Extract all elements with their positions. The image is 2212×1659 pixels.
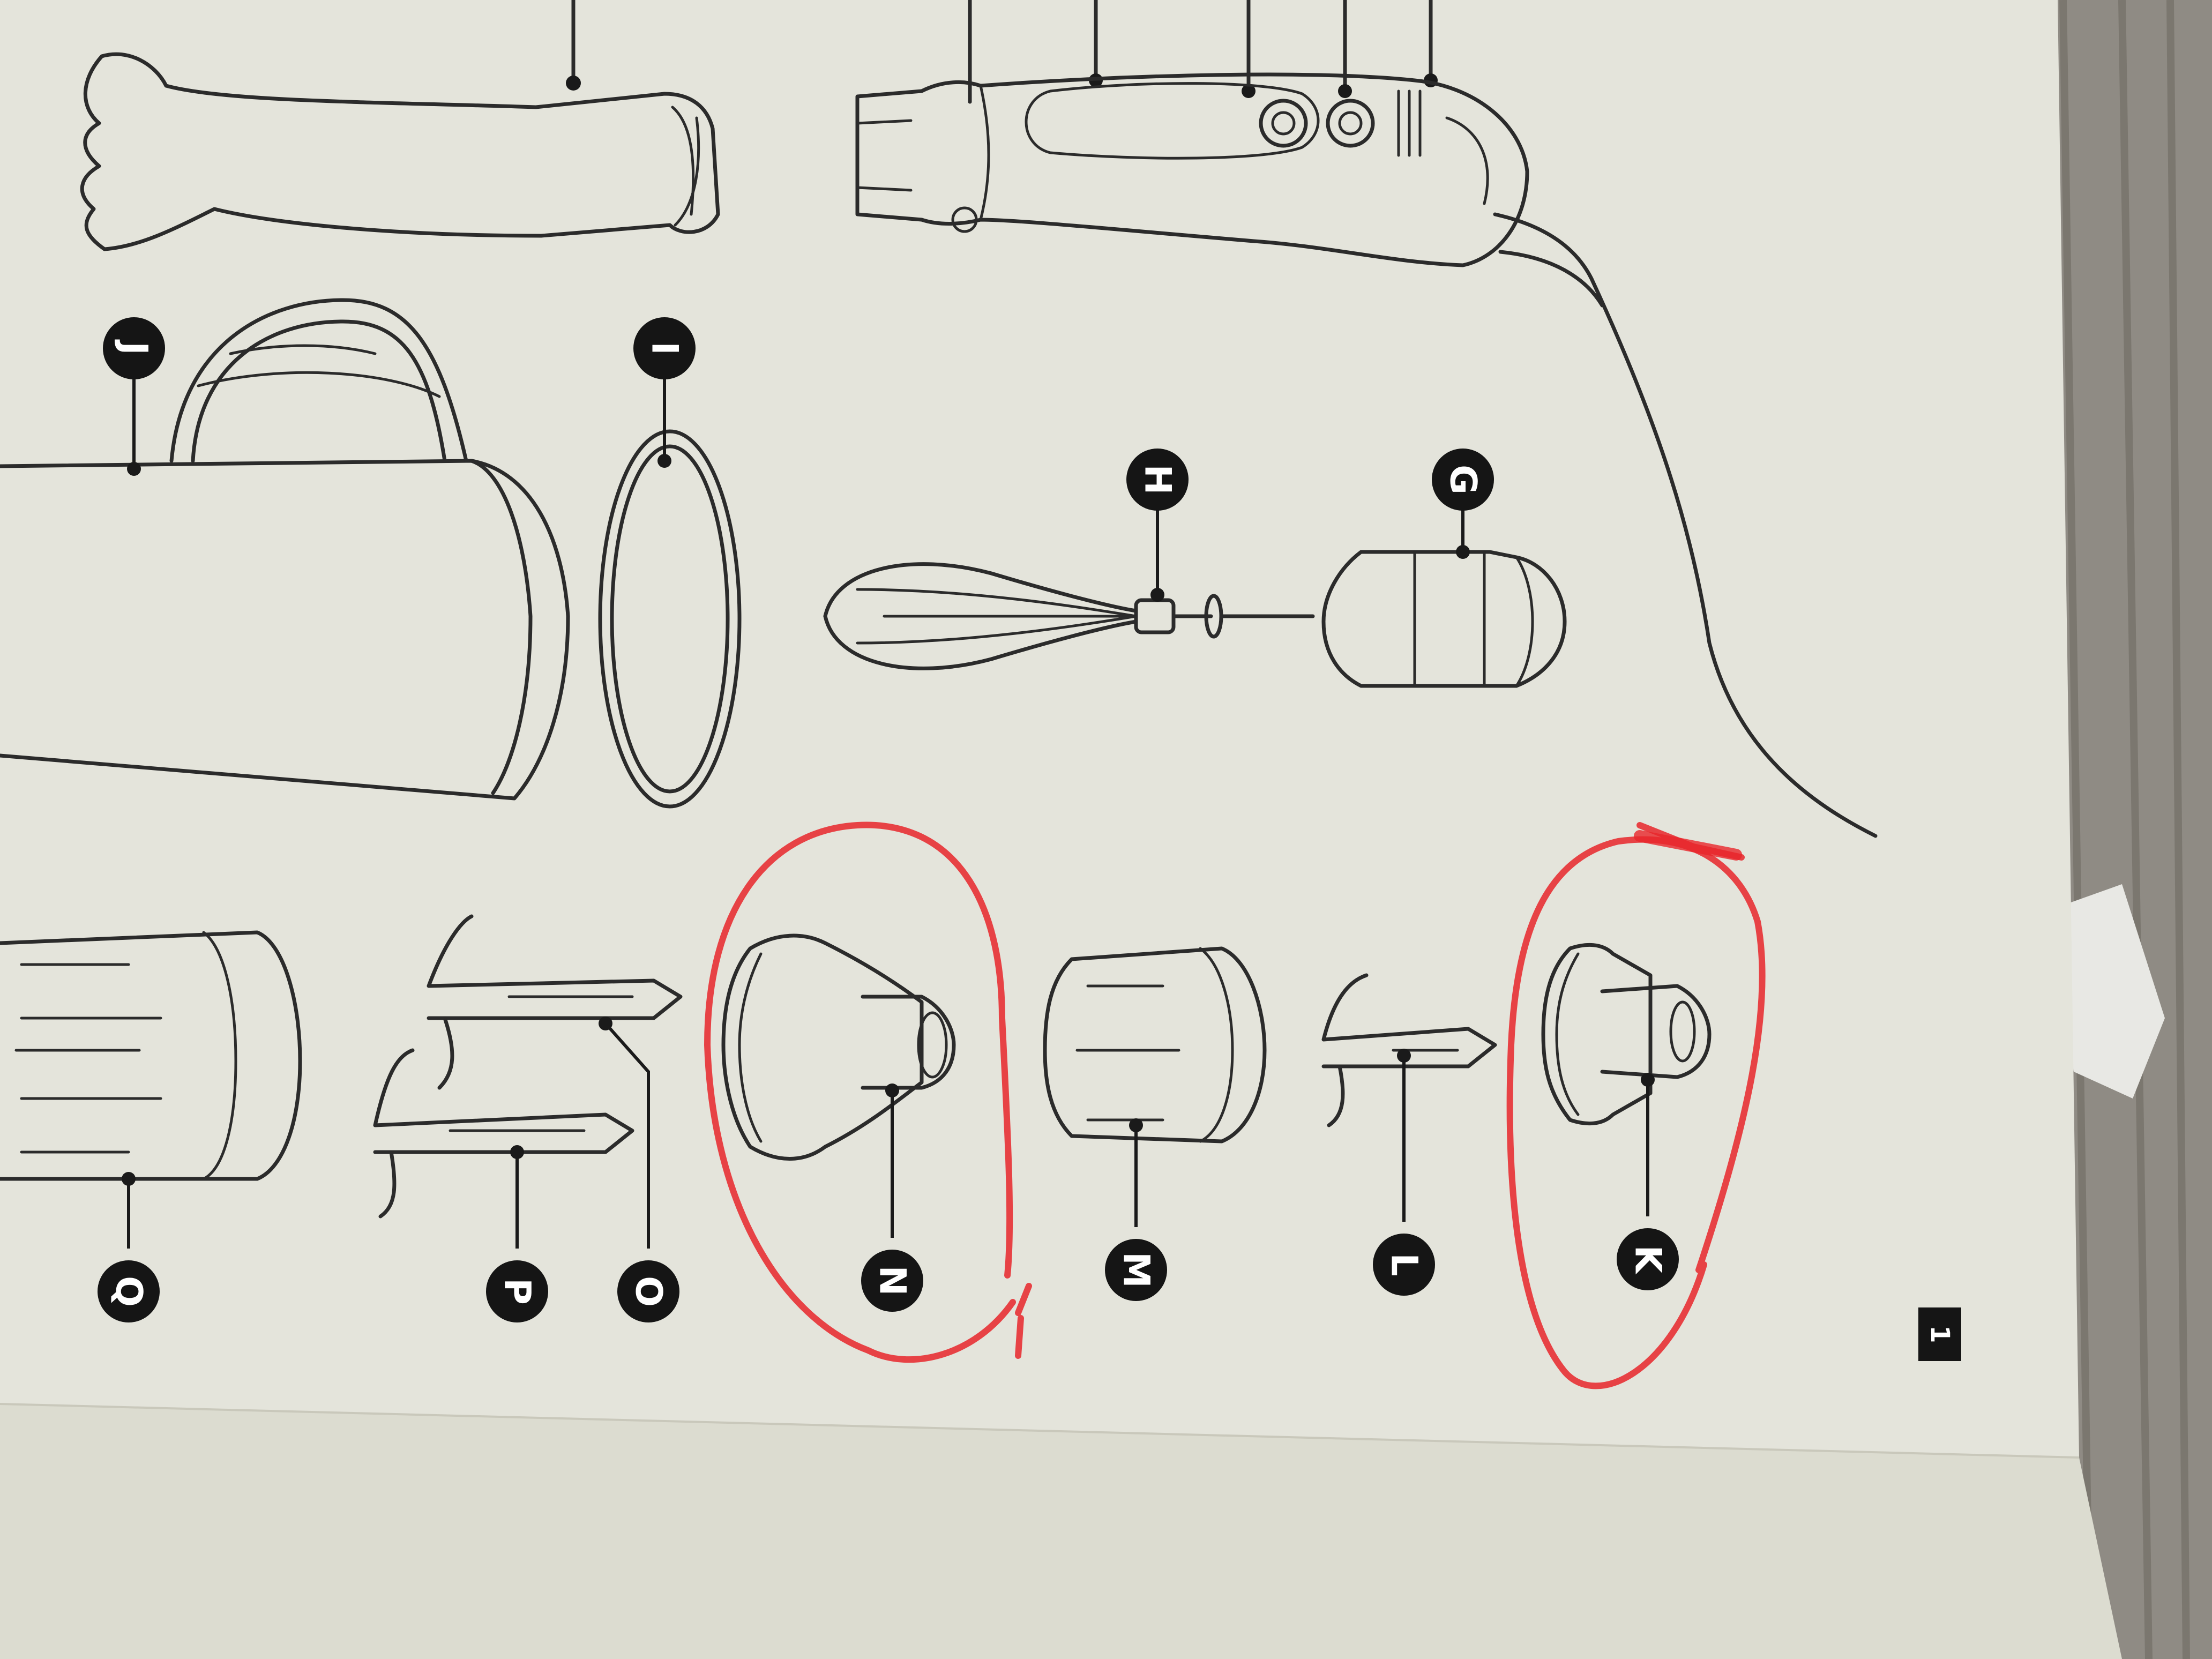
label-i: I — [633, 317, 696, 468]
part-q-chopper-cover-drawing — [0, 930, 302, 1181]
page-number: 1 — [1925, 1325, 1955, 1343]
red-mark-stroke — [1634, 830, 1742, 861]
label-h: H — [1126, 449, 1189, 602]
part-p-blade-drawing — [373, 1048, 634, 1219]
label-g-text: G — [1442, 465, 1484, 495]
label-n: N — [861, 1083, 923, 1312]
manual-page — [0, 0, 2122, 1659]
label-p-text: P — [496, 1278, 539, 1305]
label-l-text: L — [1383, 1253, 1425, 1276]
label-j-text: J — [113, 339, 155, 355]
label-q: Q — [98, 1172, 160, 1322]
label-k: K — [1617, 1073, 1679, 1290]
part-i-lid-drawing — [598, 429, 742, 809]
label-h-text: H — [1137, 465, 1179, 495]
part-k-adapter-drawing — [1541, 943, 1712, 1126]
label-o: O — [599, 1017, 679, 1322]
blender-shaft-drawing — [80, 0, 720, 251]
part-g-whisk-adapter-drawing — [1321, 550, 1567, 688]
part-h-whisk-drawing — [823, 562, 1315, 670]
part-j-beaker-drawing — [0, 298, 570, 801]
label-m-text: M — [1115, 1252, 1157, 1288]
label-j: J — [103, 317, 165, 476]
label-m: M — [1105, 1118, 1167, 1301]
label-k-text: K — [1627, 1245, 1669, 1275]
label-i-text: I — [644, 341, 686, 355]
label-g: G — [1432, 449, 1494, 559]
page-number-box: 1 — [1918, 1307, 1961, 1361]
label-q-text: Q — [108, 1276, 150, 1307]
part-m-small-cover-drawing — [1043, 946, 1267, 1144]
red-circle-around-n — [704, 821, 1032, 1363]
label-n-text: N — [871, 1266, 914, 1296]
label-p: P — [486, 1145, 548, 1322]
part-n-adapter-drawing — [721, 933, 956, 1161]
motor-handle-drawing — [855, 0, 1878, 838]
part-o-blade-drawing — [427, 914, 683, 1090]
part-l-blade-drawing — [1321, 973, 1497, 1127]
label-o-text: O — [627, 1276, 670, 1307]
label-l: L — [1373, 1049, 1435, 1296]
